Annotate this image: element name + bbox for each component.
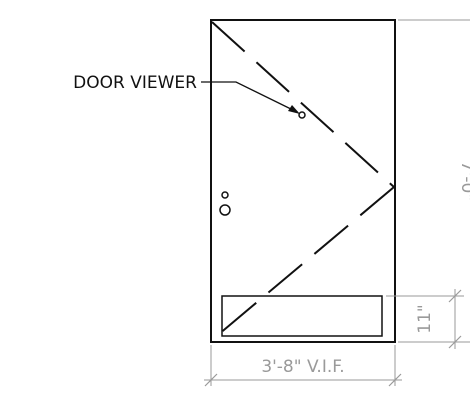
callout-label: DOOR VIEWER	[73, 73, 197, 93]
door-viewer-dot	[298, 111, 306, 119]
swing-line-upper	[211, 21, 395, 188]
door-outline	[210, 19, 396, 343]
kickplate-dimension-text: 11"	[415, 304, 435, 333]
callout-leader	[201, 81, 298, 113]
hardware-large-circle	[219, 204, 231, 216]
width-dimension-text: 3'-8" V.I.F.	[261, 357, 344, 377]
kickplate-tick-bottom	[448, 335, 462, 349]
width-tick-left	[204, 373, 218, 387]
kickplate-tick-top	[448, 289, 462, 303]
width-tick-right	[388, 373, 402, 387]
kick-plate	[221, 295, 383, 337]
hardware-small-circle	[221, 191, 229, 199]
callout-arrowhead	[288, 105, 300, 114]
swing-line-lower	[211, 186, 395, 341]
height-dimension-text: 7'-0"	[457, 161, 470, 201]
